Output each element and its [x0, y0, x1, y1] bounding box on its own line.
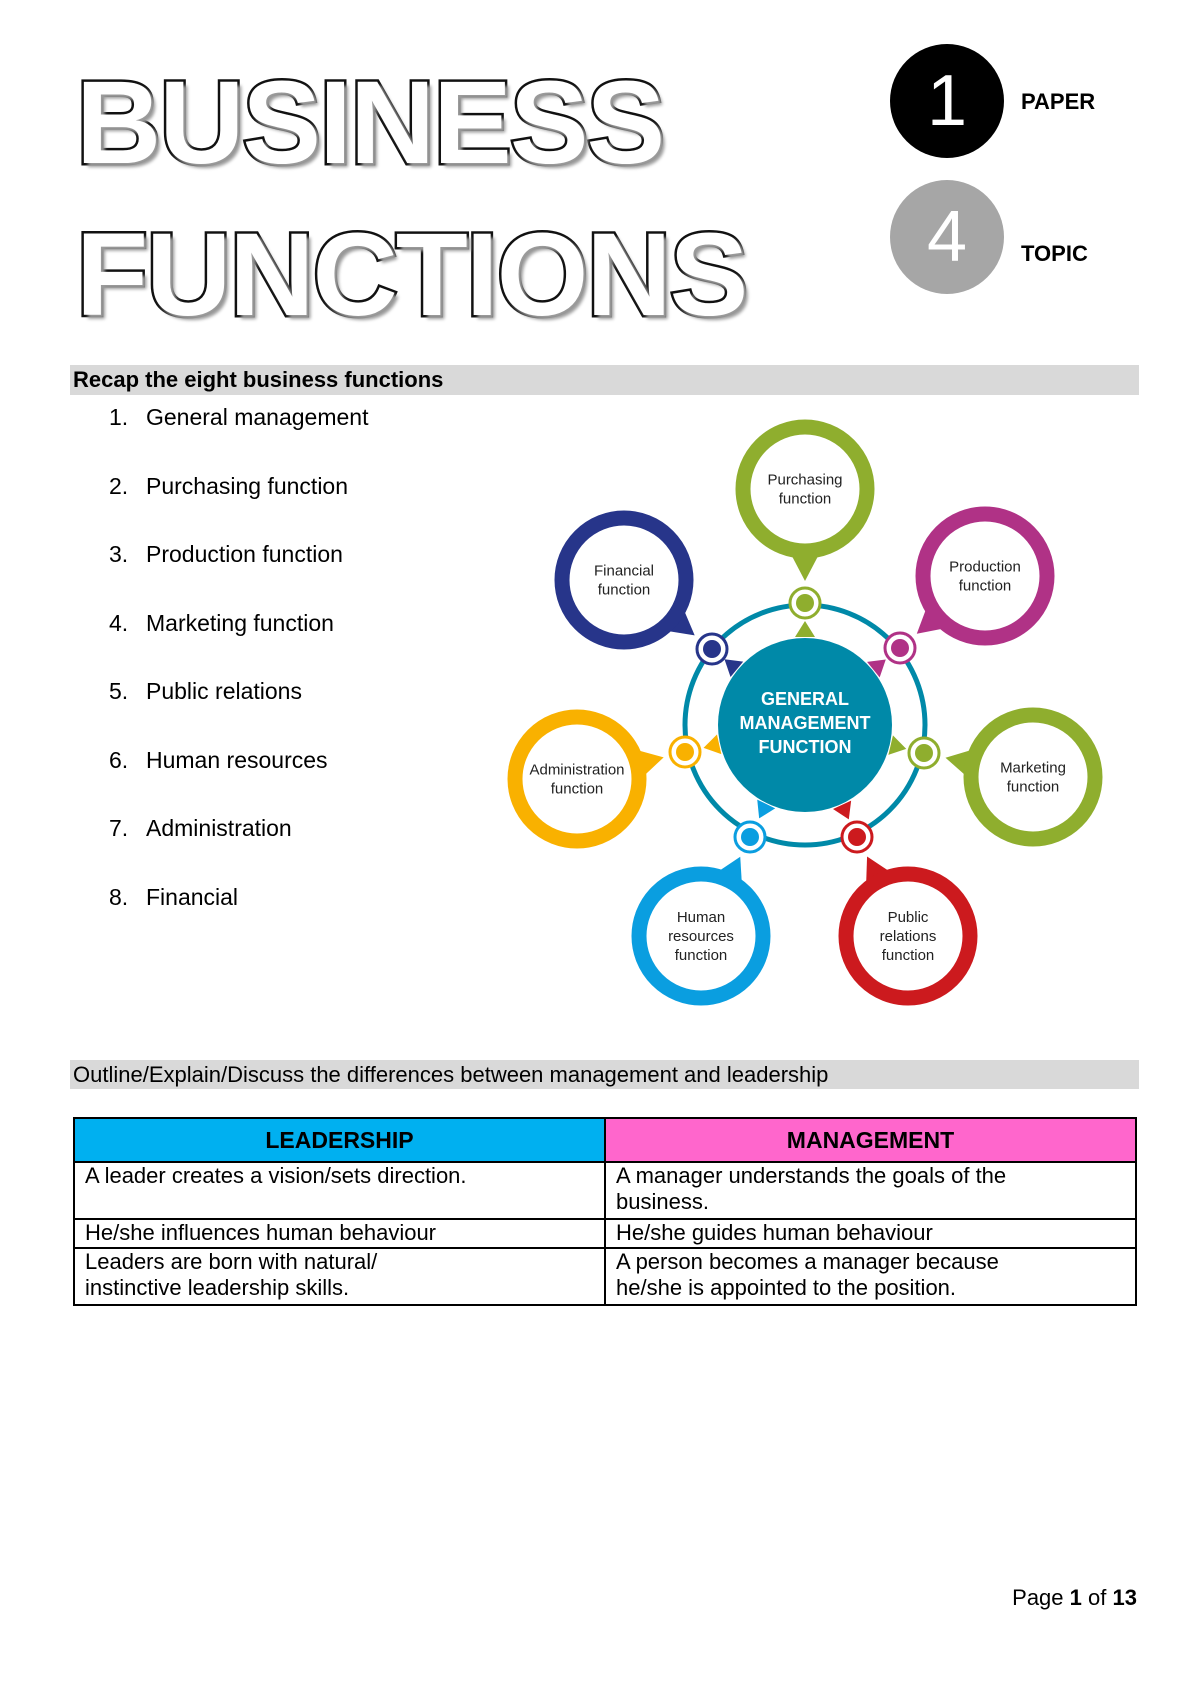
- ring-node-dot: [741, 828, 759, 846]
- list-number: 3.: [109, 541, 129, 567]
- table-row: Leaders are born with natural/ instincti…: [73, 1247, 1137, 1306]
- recap-heading-text: Recap the eight business functions: [73, 367, 444, 392]
- table-cell: He/she guides human behaviour: [604, 1218, 1137, 1249]
- ring-node-dot: [676, 743, 694, 761]
- business-functions-list: 1. General management 2. Purchasing functio…: [109, 404, 368, 952]
- list-number: 1.: [109, 404, 129, 430]
- table-cell: A manager understands the goals of the b…: [604, 1161, 1137, 1220]
- comparison-heading-text: Outline/Explain/Discuss the differences …: [73, 1062, 829, 1087]
- list-number: 5.: [109, 678, 129, 704]
- list-number: 2.: [109, 472, 129, 499]
- list-label: Marketing function: [146, 609, 334, 636]
- column-management: MANAGEMENT: [604, 1117, 1137, 1163]
- title-line-2: FUNCTIONS: [73, 209, 750, 341]
- list-item: 7. Administration: [109, 815, 368, 884]
- center-arrow: [757, 799, 776, 819]
- center-arrow: [724, 659, 744, 678]
- center-arrow: [867, 659, 886, 678]
- list-number: 8.: [109, 883, 129, 910]
- ring-node-dot: [796, 594, 814, 612]
- petal-label: Financial: [594, 563, 654, 580]
- list-label: Administration: [146, 815, 292, 841]
- topic-label: TOPIC: [1021, 241, 1088, 266]
- petal-label: Marketing: [1000, 760, 1066, 777]
- list-number: 4.: [109, 609, 129, 636]
- ring-node-dot: [891, 639, 909, 657]
- list-item: 3. Production function: [109, 541, 368, 610]
- petal-label: function: [551, 781, 604, 798]
- page-number: Page 1 of 13: [1012, 1585, 1137, 1611]
- petal-label: function: [882, 947, 935, 964]
- petal-circle: [963, 707, 1103, 847]
- table-cell: A leader creates a vision/sets direction…: [73, 1161, 606, 1220]
- petal-circle: [631, 866, 771, 1006]
- title-line-1: BUSINESS: [73, 57, 667, 189]
- table-row: A leader creates a vision/sets direction…: [73, 1161, 1137, 1220]
- comparison-heading: Outline/Explain/Discuss the differences …: [70, 1060, 1139, 1089]
- petal-label: function: [1007, 779, 1060, 796]
- list-item: 8. Financial: [109, 884, 368, 953]
- list-item: 1. General management: [109, 404, 368, 473]
- page-of: of: [1088, 1585, 1107, 1610]
- petal-circle: [554, 510, 694, 650]
- paper-badge: 1: [890, 44, 1004, 158]
- center-arrow: [832, 800, 852, 820]
- list-label: Financial: [146, 883, 239, 910]
- petal-label: function: [675, 947, 728, 964]
- petal-label: function: [959, 578, 1012, 595]
- list-item: 2. Purchasing function: [109, 473, 368, 542]
- petal-circle: [838, 866, 978, 1006]
- list-item: 6. Human resources: [109, 747, 368, 816]
- business-functions-diagram: PurchasingfunctionProductionfunctionMark…: [507, 419, 1103, 1006]
- page-prefix: Page: [1012, 1585, 1064, 1610]
- list-label: Production function: [146, 541, 343, 567]
- center-circle: [718, 638, 892, 812]
- center-arrow: [888, 735, 907, 755]
- ring-node-dot: [848, 828, 866, 846]
- column-leadership: LEADERSHIP: [73, 1117, 606, 1163]
- list-label: Purchasing function: [146, 472, 349, 499]
- petal-circle: [915, 506, 1055, 646]
- topic-badge: 4: [890, 180, 1004, 294]
- petal-label: Production: [949, 559, 1021, 576]
- list-number: 7.: [109, 815, 129, 841]
- list-item: 4. Marketing function: [109, 610, 368, 679]
- paper-number: 1: [926, 61, 968, 141]
- petal-circle: [735, 419, 875, 559]
- list-label: Public relations: [146, 678, 302, 704]
- center-label: FUNCTION: [759, 737, 852, 757]
- table-cell: He/she influences human behaviour: [73, 1218, 606, 1249]
- center-arrow: [703, 734, 722, 755]
- table-row: He/she influences human behaviour He/she…: [73, 1218, 1137, 1249]
- petal-label: resources: [668, 928, 734, 945]
- topic-number: 4: [926, 197, 968, 277]
- petal-label: Public: [888, 909, 929, 926]
- list-item: 5. Public relations: [109, 678, 368, 747]
- leadership-management-table: LEADERSHIP MANAGEMENT A leader creates a…: [73, 1117, 1137, 1306]
- list-label: Human resources: [146, 746, 328, 773]
- ring-node-dot: [915, 744, 933, 762]
- list-number: 6.: [109, 746, 129, 773]
- table-cell: Leaders are born with natural/ instincti…: [73, 1247, 606, 1306]
- paper-label: PAPER: [1021, 89, 1096, 114]
- total-pages: 13: [1112, 1585, 1137, 1610]
- petal-label: Human: [677, 909, 725, 926]
- current-page: 1: [1069, 1585, 1082, 1610]
- petal-label: Purchasing: [767, 472, 842, 489]
- center-label: GENERAL: [761, 689, 849, 709]
- petal-label: relations: [880, 928, 937, 945]
- table-cell: A person becomes a manager because he/sh…: [604, 1247, 1137, 1306]
- petal-circle: [507, 709, 647, 849]
- petal-label: function: [598, 582, 651, 599]
- list-label: General management: [146, 404, 369, 430]
- petal-label: Administration: [529, 762, 624, 779]
- center-label: MANAGEMENT: [740, 713, 871, 733]
- center-arrow: [795, 621, 815, 637]
- recap-heading: Recap the eight business functions: [70, 365, 1139, 395]
- ring-node-dot: [703, 640, 721, 658]
- petal-label: function: [779, 491, 832, 508]
